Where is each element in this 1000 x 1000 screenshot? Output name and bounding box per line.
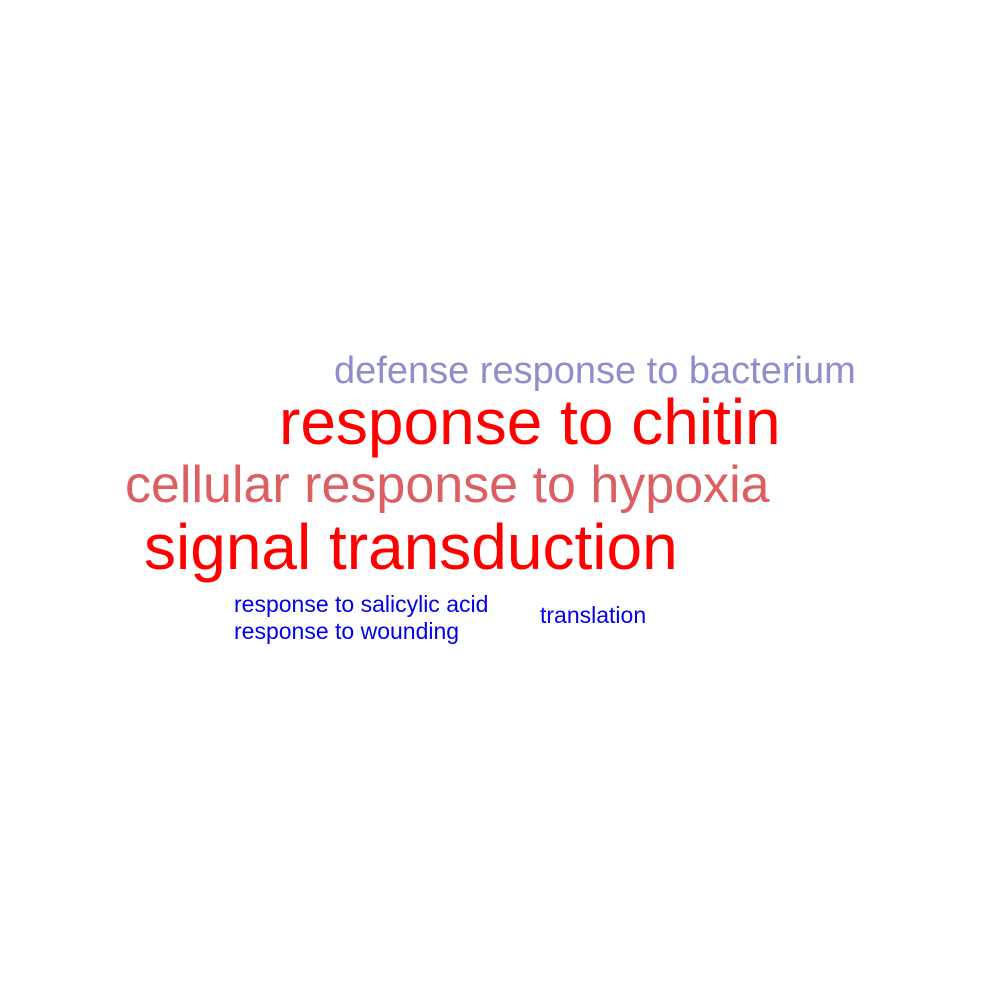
word-response-to-chitin: response to chitin — [279, 386, 781, 458]
word-signal-transduction: signal transduction — [144, 511, 678, 583]
word-response-to-salicylic-acid: response to salicylic acid — [234, 591, 489, 617]
word-translation: translation — [540, 602, 647, 628]
word-cellular-response-to-hypoxia: cellular response to hypoxia — [125, 456, 770, 514]
word-defense-response-to-bacterium: defense response to bacterium — [334, 350, 856, 392]
word-response-to-wounding: response to wounding — [234, 618, 460, 644]
